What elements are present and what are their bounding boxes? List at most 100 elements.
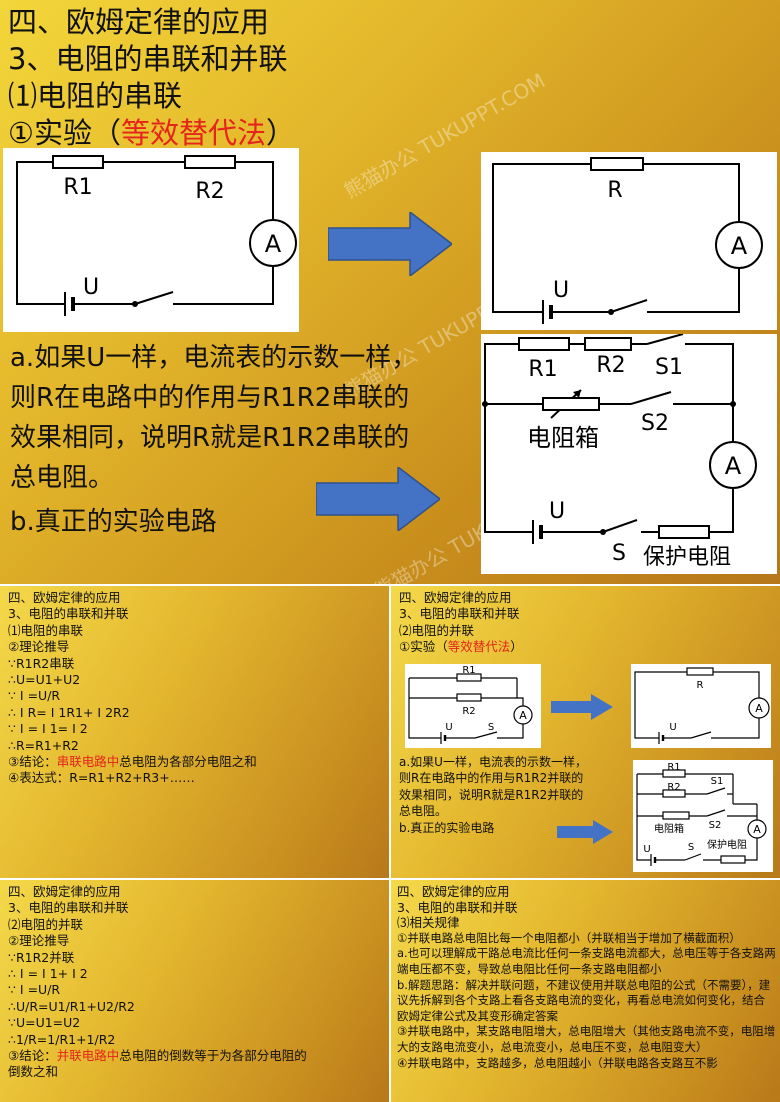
slide-title: 四、欧姆定律的应用 — [397, 884, 510, 899]
r1-label: R1 — [462, 665, 475, 676]
r1-label: R1 — [667, 762, 680, 773]
main-section: ⑴电阻的串联 — [8, 79, 183, 113]
resistor-r — [590, 157, 644, 171]
rules-text: 四、欧姆定律的应用 3、电阻的串联和并联 ⑶相关规律 ①并联电路总电阻比每一个电… — [397, 884, 776, 1071]
series-derivation-slide: 四、欧姆定律的应用 3、电阻的串联和并联 ⑴电阻的串联 ②理论推导 ∵R1R2串… — [0, 586, 389, 878]
resistance-box-label: 电阻箱 — [527, 424, 599, 452]
series-circuit-diagram: A R1 R2 U — [16, 155, 297, 316]
switch-label: S — [488, 722, 494, 733]
divider — [0, 584, 780, 586]
switch-label: S — [612, 541, 626, 566]
resistor-r1 — [52, 155, 104, 169]
derivation-line: ∴1/R=1/R1+1/R2 — [8, 1031, 116, 1047]
switch-pivot — [600, 529, 606, 535]
text: ） — [266, 116, 296, 150]
slide-subtitle: 3、电阻的串联和并联 — [8, 900, 129, 916]
resistor-r1 — [518, 337, 570, 351]
real-experiment-circuit-diagram: A R1 R2 S1 电阻箱 S2 U S 保护电阻 — [482, 333, 757, 570]
equivalent-circuit-panel: A R U — [481, 152, 777, 330]
protective-resistor-label: 保护电阻 — [643, 545, 731, 570]
r2-label: R2 — [195, 179, 224, 204]
arrow-right-icon — [328, 212, 452, 276]
parallel-circuit-diagram: A R1 R2 U S — [408, 665, 533, 744]
derivation-line: ∵ I =U/R — [8, 982, 61, 998]
arrow-right-icon — [316, 467, 440, 531]
main-title: 四、欧姆定律的应用 — [8, 5, 270, 39]
explanation-line: 则R在电路中的作用与R1R2并联的 — [399, 771, 584, 786]
real-experiment-circuit-diagram: A R1 R2 S1 电阻箱 S2 U S 保护电阻 — [636, 762, 767, 866]
s1-label: S1 — [711, 776, 724, 787]
protective-resistor — [658, 525, 710, 539]
method-highlight: 等效替代法 — [121, 116, 267, 150]
header-text: 四、欧姆定律的应用 3、电阻的串联和并联 ⑵电阻的并联 ①实验（等效替代法） — [399, 590, 523, 656]
rule-item: ①并联电路总电阻比每一个电阻都小（并联相当于增加了横截面积） — [397, 930, 741, 945]
parallel-circuit-panel: A R1 R2 U S — [405, 664, 541, 748]
s2-label: S2 — [709, 820, 722, 831]
divider — [0, 878, 780, 880]
derivation-line: ∵R1R2并联 — [8, 949, 75, 965]
s1-label: S1 — [655, 355, 683, 380]
ammeter-icon — [249, 219, 297, 267]
variable-arrowhead — [573, 390, 581, 398]
text: ①实验（ — [399, 639, 448, 655]
text: ①实验（ — [8, 116, 121, 150]
junction-dot — [482, 401, 488, 407]
resistance-box — [662, 811, 690, 820]
switch-pivot — [608, 309, 614, 315]
derivation-line: ∴U/R=U1/R1+U2/R2 — [8, 998, 135, 1014]
slide-subtitle: 3、电阻的串联和并联 — [397, 899, 518, 915]
ammeter-icon — [715, 221, 763, 269]
text: 总电阻的倒数等于为各部分电阻的 — [119, 1047, 307, 1063]
divider — [389, 586, 391, 1102]
resistor-r1 — [456, 673, 482, 682]
resistor-r2 — [456, 693, 482, 702]
parallel-experiment-slide: 四、欧姆定律的应用 3、电阻的串联和并联 ⑵电阻的并联 ①实验（等效替代法） — [391, 586, 780, 878]
source-label: U — [549, 499, 565, 524]
derivation-line: ∵ I = I 1= I 2 — [8, 721, 88, 737]
ammeter-label: A — [265, 230, 282, 258]
source-label: U — [553, 278, 569, 303]
main-slide: 熊猫办公 TUKUPPT.COM 熊猫办公 TUKUPPT.COM 熊猫办公 T… — [0, 0, 780, 584]
resistor-r2 — [184, 155, 236, 169]
resistor-r1 — [662, 769, 686, 778]
r2-label: R2 — [462, 706, 475, 717]
explanation-line: a.如果U一样，电流表的示数一样， — [10, 343, 418, 373]
real-experiment-circuit-panel: A R1 R2 S1 电阻箱 S2 U S 保护电阻 — [633, 760, 773, 872]
rule-item: b.解题思路：解决并联问题，不建议使用并联总电阻的公式（不需要），建议先拆解到各… — [397, 977, 771, 1023]
derivation-line: ∴ I R= I 1R1+ I 2R2 — [8, 704, 130, 720]
r1-label: R1 — [63, 175, 92, 200]
slide-title: 四、欧姆定律的应用 — [399, 590, 512, 605]
ammeter-label: A — [731, 232, 748, 260]
real-circuit-caption: b.真正的实验电路 — [10, 507, 217, 537]
explanation-paragraph: a.如果U一样，电流表的示数一样， 则R在电路中的作用与R1R2串联的 效果相同… — [10, 338, 480, 542]
derivation-line: ∴U=U1+U2 — [8, 671, 81, 687]
slide-title: 四、欧姆定律的应用 — [8, 884, 121, 899]
expression-line: ④表达式：R=R1+R2+R3+…… — [8, 770, 195, 786]
slide-section: ⑶相关规律 — [397, 915, 460, 931]
s2-label: S2 — [641, 411, 669, 436]
highlight: 串联电路中 — [56, 753, 120, 769]
conclusion-line: ③结论：并联电路中总电阻的倒数等于为各部分电阻的 — [8, 1048, 307, 1064]
explanation-text: a.如果U一样，电流表的示数一样， 则R在电路中的作用与R1R2并联的 效果相同… — [399, 754, 587, 836]
arrow-right-icon — [551, 694, 613, 720]
ammeter-icon — [709, 441, 757, 489]
step-heading: ②理论推导 — [8, 639, 70, 655]
r2-label: R2 — [667, 782, 680, 793]
derivation-line: ∴R=R1+R2 — [8, 737, 79, 753]
highlight: 并联电路中 — [56, 1047, 120, 1063]
source-label: U — [83, 275, 99, 300]
resistance-box-label: 电阻箱 — [654, 822, 684, 835]
equivalent-circuit-panel: A R U — [631, 664, 771, 748]
protective-resistor — [720, 855, 746, 864]
derivation-line: ∵R1R2串联 — [8, 655, 75, 671]
ammeter-label: A — [519, 709, 527, 722]
derivation-line: ∵U=U1=U2 — [8, 1015, 81, 1031]
switch-label: S — [688, 842, 694, 853]
r-label: R — [607, 178, 622, 203]
arrow-right-icon — [557, 820, 613, 844]
equivalent-circuit-diagram: A R U — [492, 157, 763, 324]
text: ③结论： — [8, 1047, 57, 1063]
ammeter-label: A — [753, 823, 761, 836]
explanation-line: 总电阻。 — [10, 463, 115, 493]
text: ） — [510, 639, 523, 655]
